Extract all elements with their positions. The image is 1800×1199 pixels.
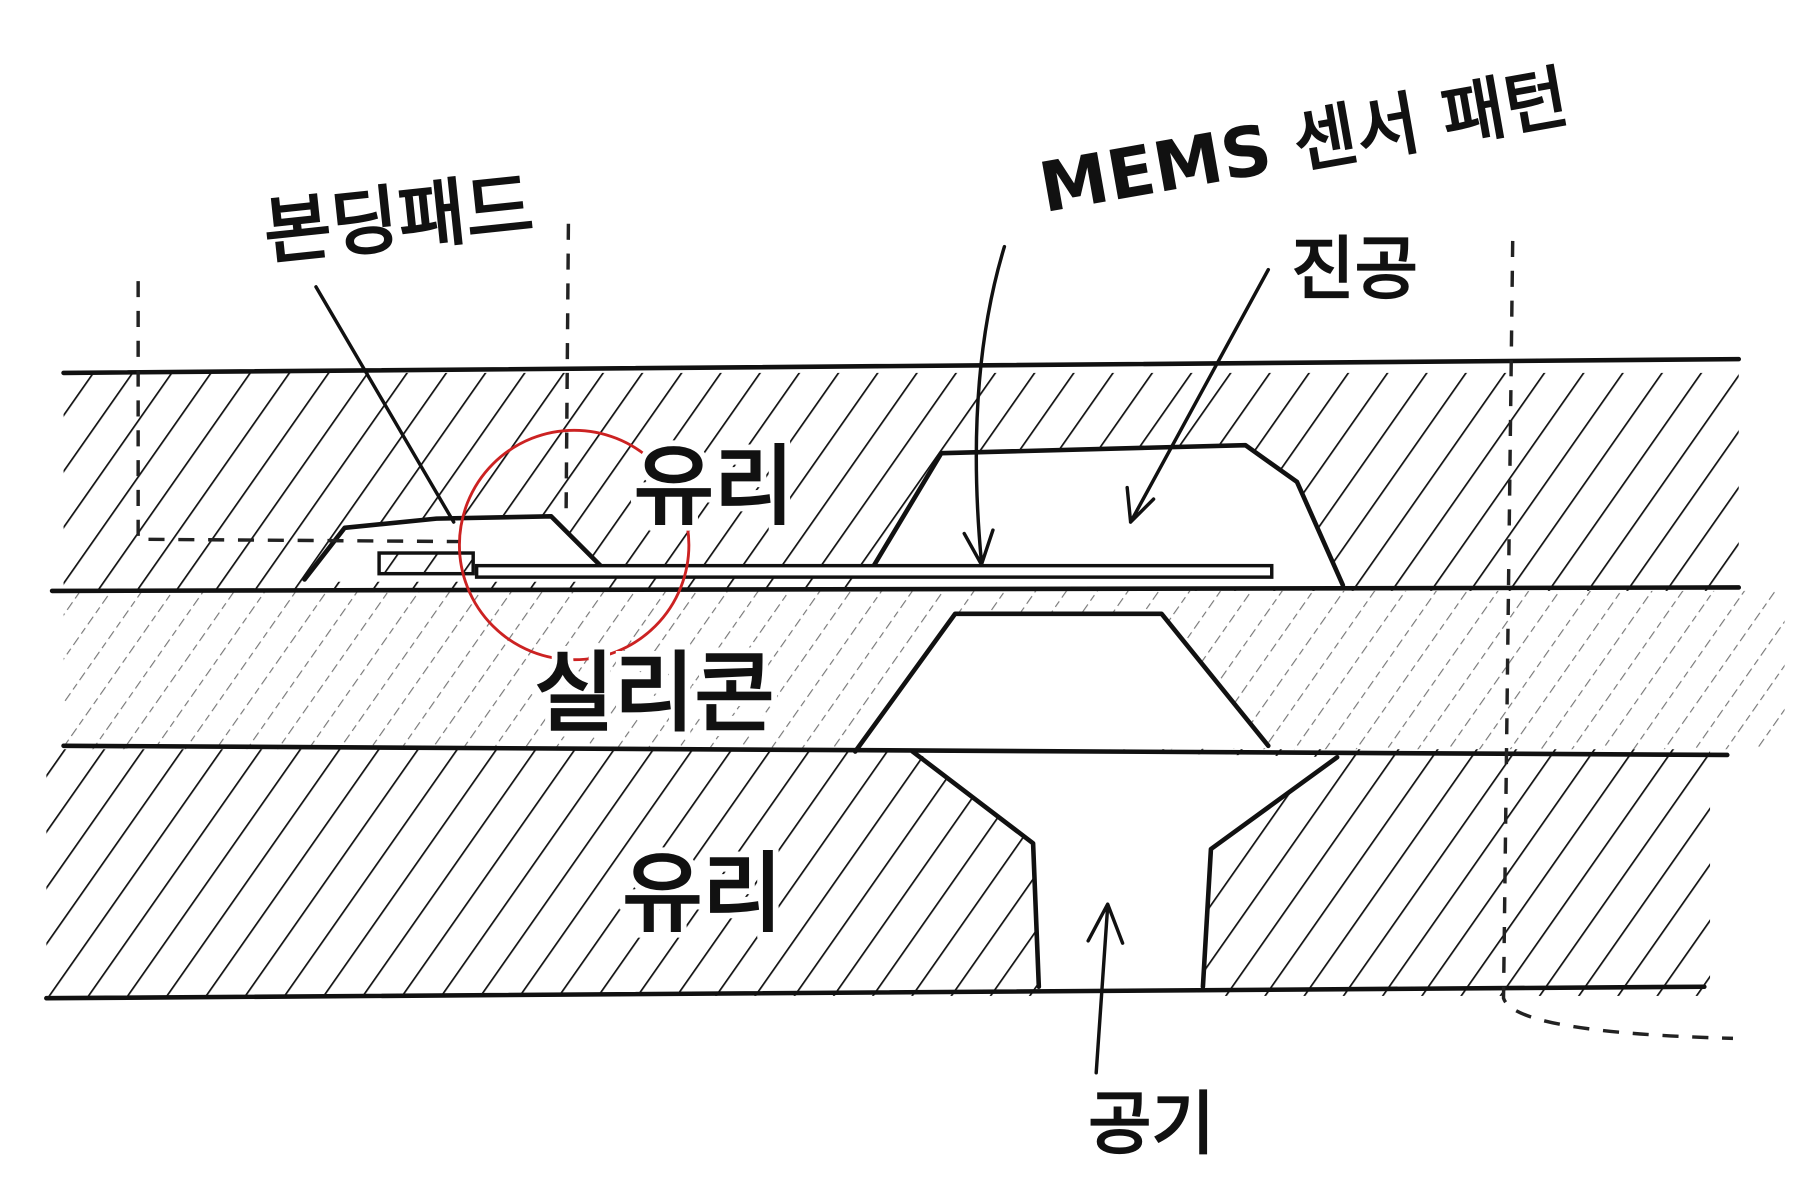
- air-label: 공기: [1088, 1084, 1215, 1164]
- vacuum-label: 진공: [1291, 230, 1418, 310]
- vacuum-arrow: [1125, 267, 1271, 524]
- air-arrow: [1086, 902, 1125, 1075]
- highlight-circle: [457, 428, 691, 662]
- dashed-guide-right: [1501, 240, 1734, 1041]
- air-channel: [912, 748, 1338, 999]
- dashed-guide-pad: [564, 223, 571, 511]
- silicon-cavity: [855, 613, 1269, 752]
- silicon-label: 실리콘: [534, 642, 775, 744]
- mems-pattern-arrow: [962, 244, 1007, 567]
- bottom-glass-label: 유리: [622, 843, 782, 945]
- bonding-pad-label: 본딩패드: [260, 163, 538, 276]
- bonding-pad-leader: [314, 285, 456, 524]
- bonding-pad: [377, 551, 475, 576]
- bottom-glass-layer: [46, 749, 1711, 996]
- mems-pattern-label: MEMS 센서 패턴: [1034, 57, 1575, 229]
- vacuum-cavity: [872, 445, 1343, 588]
- mems-sensor-pattern: [474, 563, 1274, 579]
- top-glass-label: 유리: [634, 435, 794, 537]
